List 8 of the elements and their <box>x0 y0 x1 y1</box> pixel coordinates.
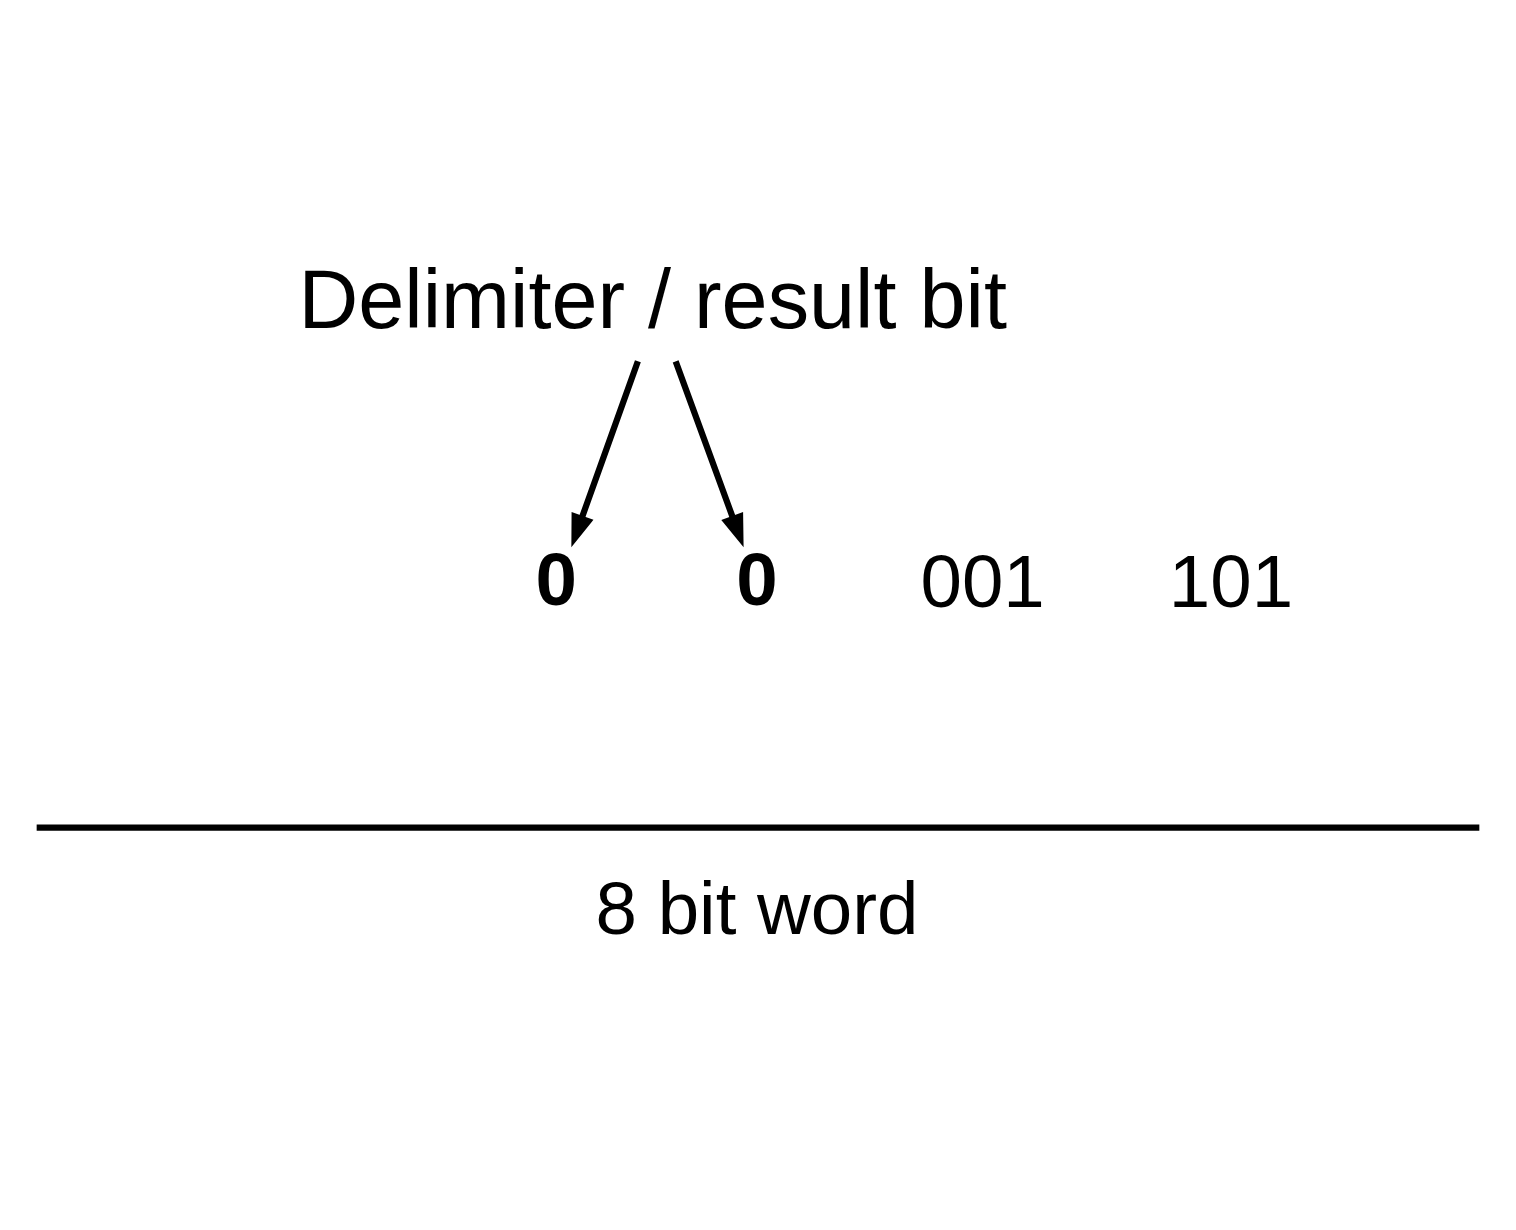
arrow <box>571 359 641 547</box>
node-text: 0 <box>535 537 577 621</box>
node-text: 001 <box>920 539 1045 623</box>
node-text: 0 <box>736 537 778 621</box>
label: 8 bit word <box>595 866 919 950</box>
arrow <box>672 359 744 547</box>
node-text: 101 <box>1168 539 1294 623</box>
node-text: Delimiter / result bit <box>298 252 1007 346</box>
